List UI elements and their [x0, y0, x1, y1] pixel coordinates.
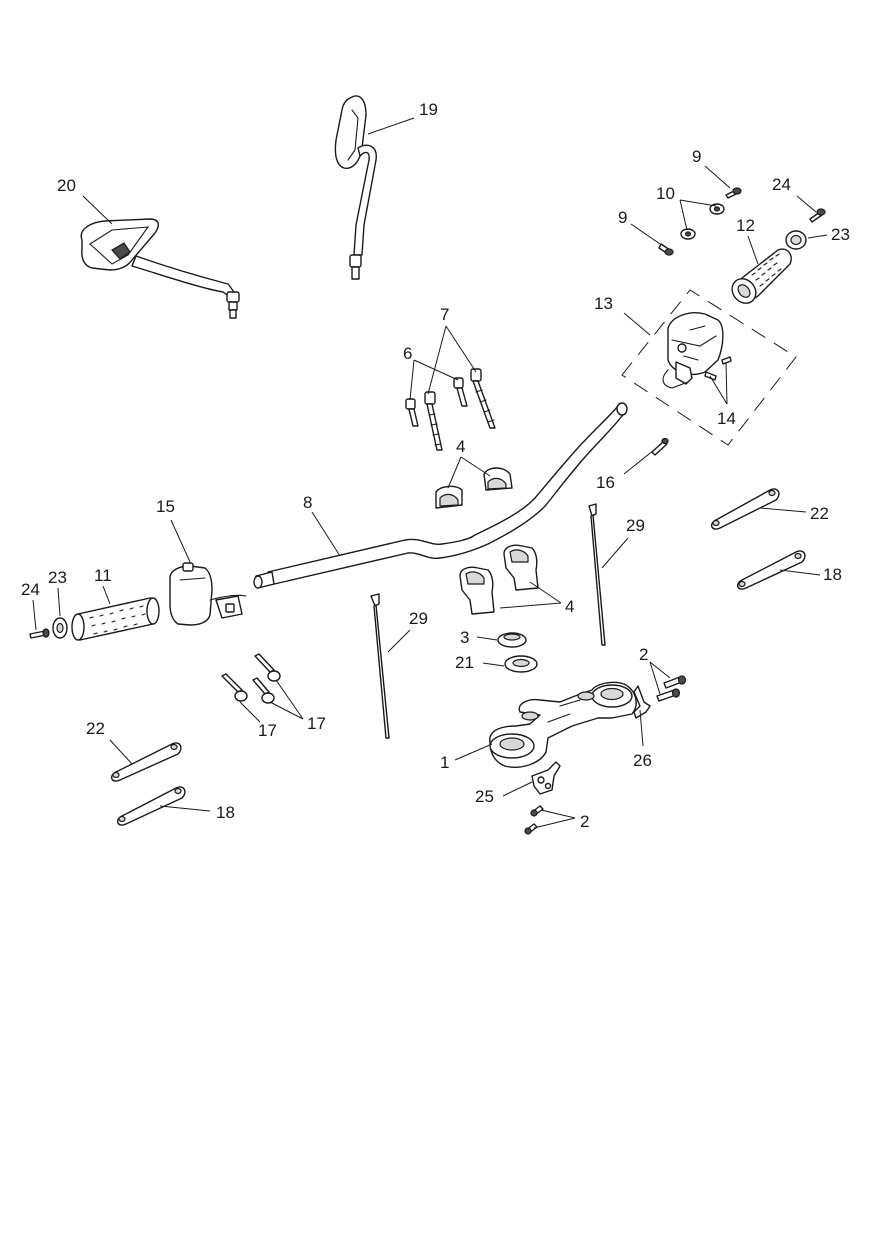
- screw-9-lower: [658, 243, 674, 256]
- callout-17-right: 17: [307, 714, 326, 733]
- riser-right: [503, 544, 539, 591]
- callout-9-lower: 9: [618, 208, 627, 227]
- bar-end-23-left: [52, 617, 68, 639]
- grip-right: [731, 248, 792, 304]
- callout-17-left: 17: [258, 721, 277, 740]
- callout-14: 14: [717, 409, 736, 428]
- screw-24-left: [29, 628, 50, 639]
- callout-12: 12: [736, 216, 755, 235]
- callout-2-lower: 2: [580, 812, 589, 831]
- washer-21: [504, 655, 538, 673]
- callout-3: 3: [460, 628, 469, 647]
- bolt-2-upper-a: [663, 675, 687, 689]
- mirror-right: [334, 95, 377, 280]
- bolt-6-right: [453, 377, 468, 407]
- cable-tie-right: [588, 503, 606, 646]
- bolt-7-left: [424, 391, 443, 451]
- handlebar: [253, 402, 628, 589]
- leader-lines: [32, 117, 828, 829]
- callout-25: 25: [475, 787, 494, 806]
- callout-9-upper: 9: [692, 147, 701, 166]
- callout-21: 21: [455, 653, 474, 672]
- screw-24-right: [809, 208, 826, 223]
- cable-tie-left: [370, 593, 390, 739]
- bolt-2-upper-b: [656, 688, 681, 702]
- riser-left: [459, 566, 495, 615]
- callout-22-left: 22: [86, 719, 105, 738]
- callout-18-left: 18: [216, 803, 235, 822]
- strap-22-right: [710, 488, 780, 530]
- bolt-17-c: [254, 653, 281, 682]
- callout-24-left: 24: [21, 580, 40, 599]
- callout-29-left: 29: [409, 609, 428, 628]
- callout-29-right: 29: [626, 516, 645, 535]
- callout-13: 13: [594, 294, 613, 313]
- callout-7: 7: [440, 305, 449, 324]
- callout-1: 1: [440, 753, 449, 772]
- callout-20: 20: [57, 176, 76, 195]
- clamp-upper-left: [435, 485, 463, 509]
- callout-19: 19: [419, 100, 438, 119]
- bush-3: [497, 632, 527, 648]
- washer-10-lower: [680, 228, 696, 240]
- clip-26: [633, 685, 651, 719]
- screw-16: [651, 437, 669, 456]
- callout-11: 11: [94, 566, 112, 585]
- callout-4-upper: 4: [456, 437, 465, 456]
- switch-housing-left: [169, 562, 247, 626]
- callout-24-right: 24: [772, 175, 791, 194]
- bracket-25: [531, 761, 561, 795]
- mirror-left: [80, 218, 240, 319]
- callout-2-upper: 2: [639, 645, 648, 664]
- bolt-17-b: [252, 677, 275, 704]
- callout-15: 15: [156, 497, 175, 516]
- bolt-2-lower-b: [524, 823, 538, 835]
- callout-26: 26: [633, 751, 652, 770]
- grip-left: [71, 597, 160, 641]
- callout-18-right: 18: [823, 565, 842, 584]
- callout-10: 10: [656, 184, 675, 203]
- strap-18-left: [116, 786, 186, 826]
- bolt-6-left: [405, 398, 419, 427]
- bar-end-23-right: [785, 230, 807, 250]
- bolt-17-a: [221, 673, 248, 702]
- clamp-upper-right: [483, 467, 513, 491]
- callout-16: 16: [596, 473, 615, 492]
- callout-23-left: 23: [48, 568, 67, 587]
- yoke-clamp: [489, 681, 637, 768]
- strap-22-left: [110, 742, 182, 782]
- strap-18-right: [736, 550, 806, 590]
- bolt-2-lower-a: [530, 805, 544, 817]
- callout-22-right: 22: [810, 504, 829, 523]
- screw-9-upper: [725, 187, 742, 199]
- callout-labels: 20 19 9 10 9 24 12 23 13 7 6 14 4 16 15 …: [21, 100, 850, 831]
- callout-4-lower: 4: [565, 597, 574, 616]
- callout-8: 8: [303, 493, 312, 512]
- switch-housing-right: [621, 289, 797, 446]
- callout-6: 6: [403, 344, 412, 363]
- callout-23-right: 23: [831, 225, 850, 244]
- washer-10-upper: [709, 203, 725, 215]
- bolt-7-right: [470, 368, 496, 429]
